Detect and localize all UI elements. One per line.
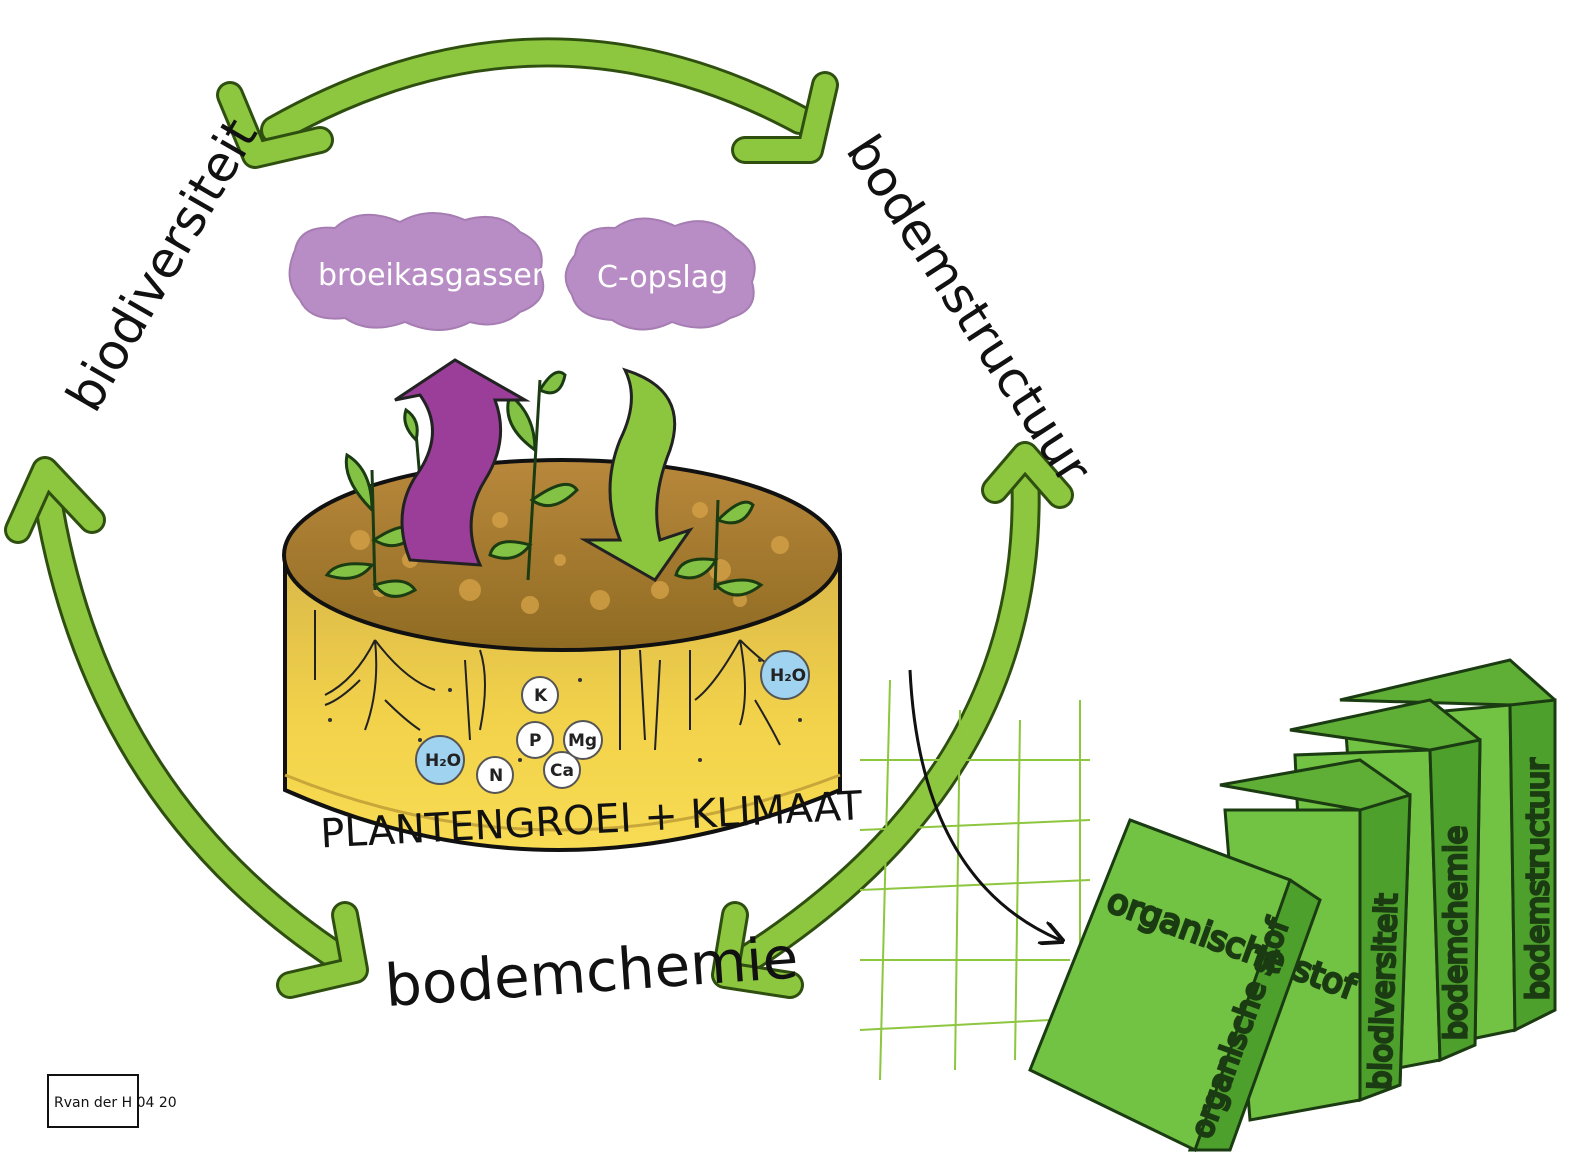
chem-ca: Ca: [543, 751, 581, 789]
decline-curve: [908, 669, 1060, 940]
label-bodemstructuur: bodemstructuur: [835, 125, 1103, 494]
chem-ca-label: Ca: [550, 761, 574, 781]
chem-h2o-left: H₂O: [415, 735, 465, 785]
chem-n: N: [476, 756, 514, 794]
signature: Rvan der H 04 20: [47, 1074, 177, 1128]
plant-center: [488, 370, 579, 581]
storage-arrow-down: [579, 367, 694, 582]
books: bodemstructuur bodemchemie biodiversitei…: [1028, 658, 1558, 1153]
chemicals: H₂O H₂O N P K Ca Mg: [415, 650, 810, 794]
chem-p: P: [516, 721, 554, 759]
chem-n-label: N: [489, 766, 503, 786]
label-biodiversiteit: biodiversiteit: [55, 109, 269, 421]
top-cycle-arrow: [216, 37, 839, 169]
left-cycle-arrow: [4, 456, 369, 999]
chem-k-label: K: [534, 686, 548, 706]
chem-mg-label: Mg: [568, 731, 597, 751]
book-spine-bodemstructuur: bodemstructuur: [1521, 758, 1556, 1000]
cloud-c-opslag-label: C-opslag: [597, 260, 728, 295]
grid-background: [859, 679, 1091, 1081]
chem-h2o-right: H₂O: [760, 650, 810, 700]
chem-p-label: P: [529, 731, 541, 751]
plant-left: [324, 452, 422, 598]
emission-arrow-up: [394, 358, 531, 567]
cloud-broeikasgassen-label: broeikasgassen: [318, 258, 551, 293]
cloud-c-opslag: C-opslag: [564, 217, 756, 331]
book-spine-bodemchemie: bodemchemie: [1439, 826, 1474, 1040]
soil-cylinder: PLANTENGROEI + KLIMAAT: [282, 458, 864, 858]
label-bodemchemie: bodemchemie: [383, 923, 801, 1020]
signature-text: Rvan der H 04 20: [54, 1095, 177, 1111]
chem-k: K: [521, 676, 559, 714]
cloud-broeikasgassen: broeikasgassen: [288, 211, 551, 331]
chem-h2o-left-label: H₂O: [425, 751, 461, 771]
roots: [314, 610, 796, 751]
book-spine-biodiversiteit: biodiversiteit: [1363, 893, 1405, 1090]
plant-right: [674, 499, 764, 597]
chem-h2o-right-label: H₂O: [770, 666, 806, 686]
plants: [324, 370, 764, 598]
chem-mg: Mg: [563, 720, 603, 760]
plant-small: [403, 407, 422, 481]
